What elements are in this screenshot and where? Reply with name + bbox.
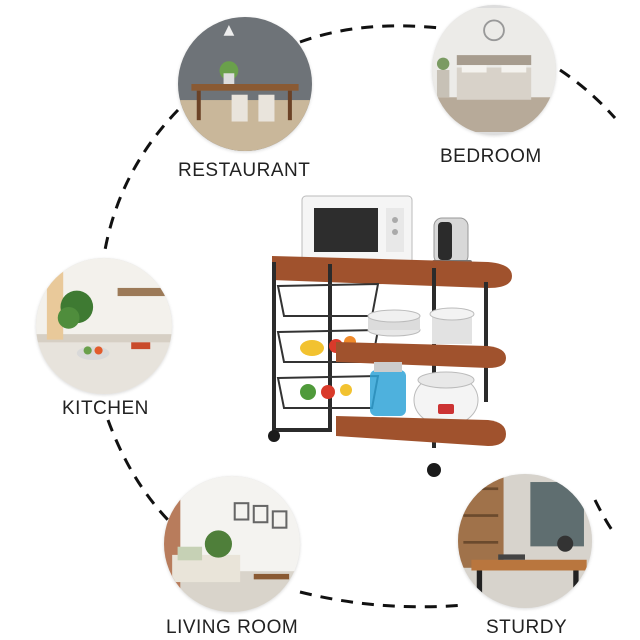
living-room-photo xyxy=(164,476,300,612)
kitchen-cart-product xyxy=(262,192,518,482)
kitchen-label: KITCHEN xyxy=(62,398,149,419)
kitchen-photo xyxy=(36,258,172,394)
sturdy-photo xyxy=(458,474,592,608)
blender-icon xyxy=(370,362,406,416)
living-room-label: LIVING ROOM xyxy=(166,617,299,638)
bedroom-photo xyxy=(432,5,556,135)
bedroom-label: BEDROOM xyxy=(440,146,542,167)
plates-icon xyxy=(367,307,475,344)
restaurant-photo xyxy=(178,17,312,151)
sturdy-label: STURDY xyxy=(486,617,568,638)
kettle-icon xyxy=(432,217,472,268)
rice-cooker-icon xyxy=(413,371,479,427)
restaurant-label: RESTAURANT xyxy=(178,160,311,181)
microwave-icon xyxy=(301,195,413,265)
